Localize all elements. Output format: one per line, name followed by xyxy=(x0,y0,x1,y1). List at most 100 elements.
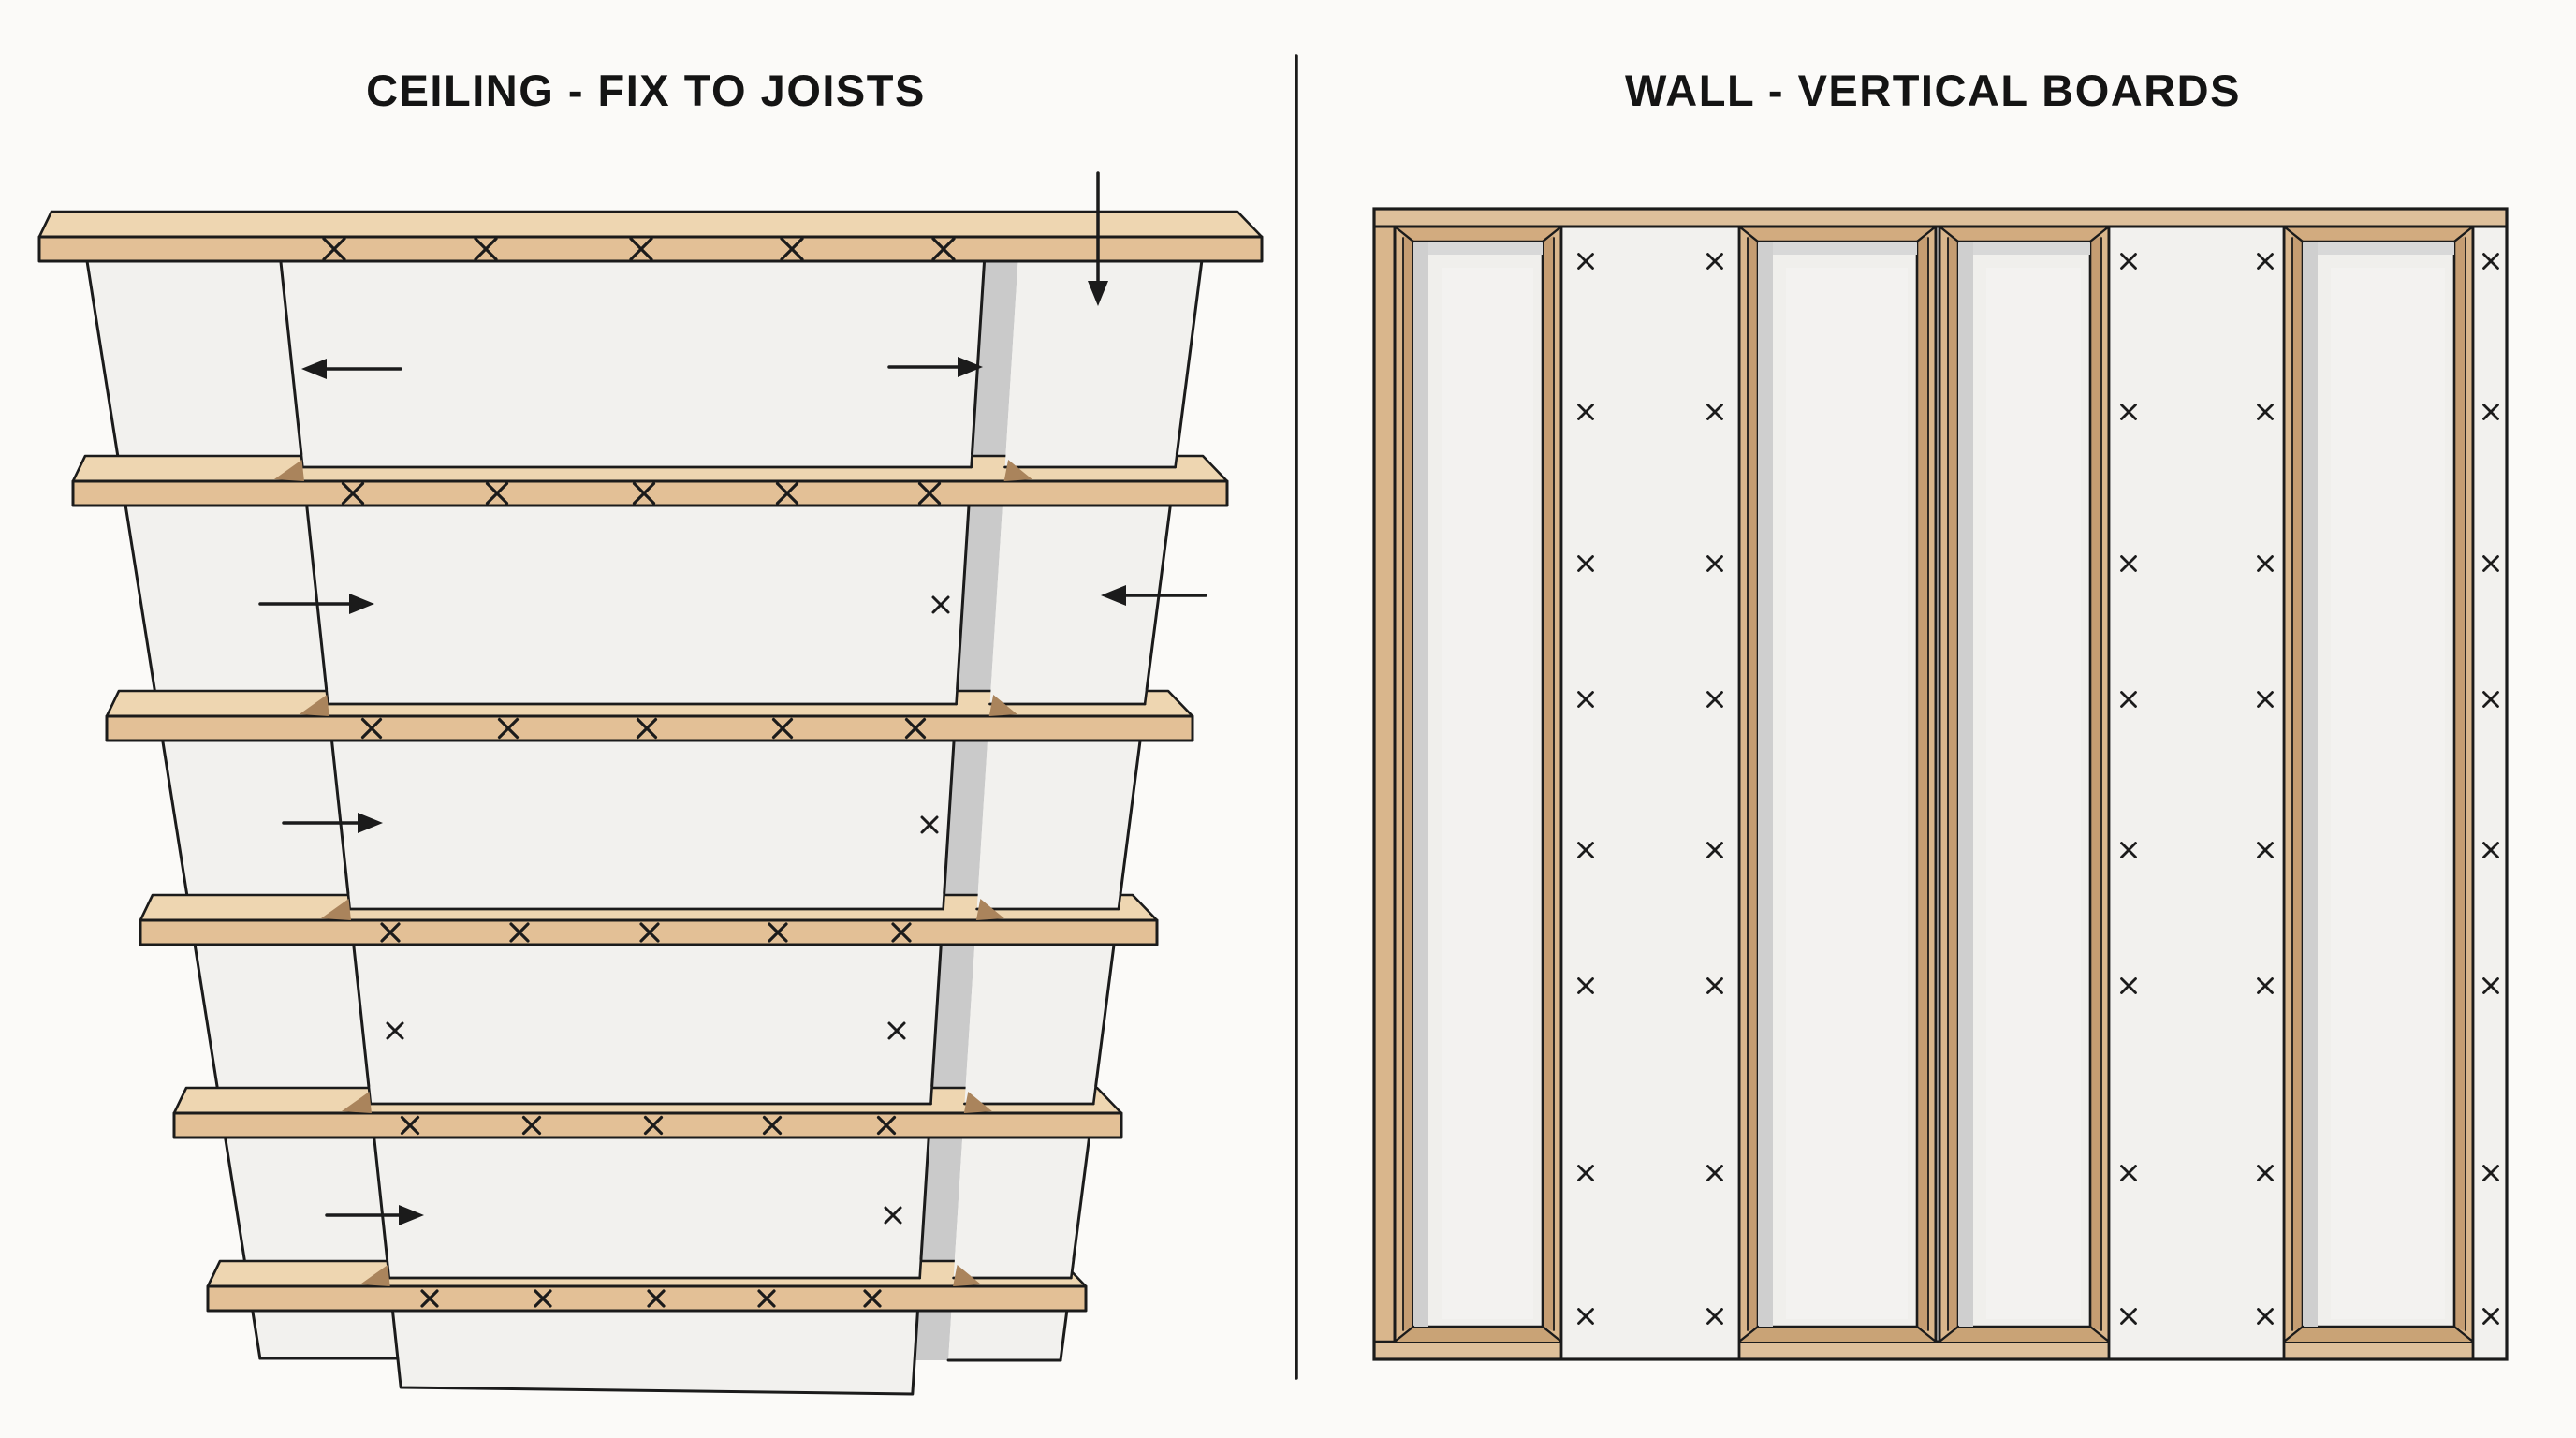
fixing-x-mark xyxy=(2120,842,2137,858)
mitre-line xyxy=(2452,225,2475,243)
joist-front-face xyxy=(71,479,1229,507)
panel-inner-shadow-left xyxy=(2303,242,2318,1327)
wall-board xyxy=(2107,225,2286,1361)
board-right-edge xyxy=(1174,453,1178,469)
fixing-x-mark xyxy=(1577,555,1594,572)
wall-vertical-board xyxy=(1559,225,1741,1361)
panel-inner-highlight xyxy=(1786,268,1908,1319)
panel-inner-highlight xyxy=(2331,268,2445,1319)
board-left-edge xyxy=(85,259,262,1360)
panel-inner-shadow-top xyxy=(2303,242,2454,255)
stud-side-face xyxy=(2292,236,2303,1331)
joist-fixing-x-mark xyxy=(917,481,942,506)
joist-fixing-x-mark xyxy=(780,237,804,261)
board-overlap xyxy=(976,893,1121,909)
fixing-x-mark xyxy=(887,1021,906,1040)
fixing-x-mark xyxy=(1706,842,1723,858)
mitre-line xyxy=(1938,1325,1960,1343)
ceiling-board-xmarks xyxy=(386,595,950,1225)
joist-fixing-x-mark xyxy=(647,1289,666,1308)
ceiling-board-right xyxy=(948,245,1203,1360)
fixing-x-mark xyxy=(1577,842,1594,858)
fixing-x-mark xyxy=(2120,555,2137,572)
fixing-x-mark xyxy=(2257,1165,2274,1181)
fixing-x-mark xyxy=(2257,691,2274,708)
seam-shadow-wedge xyxy=(963,1092,992,1113)
fixing-x-mark xyxy=(1706,404,1723,420)
bay-bottom-strip xyxy=(1395,1327,1561,1342)
wall-stud-bay xyxy=(2282,225,2475,1343)
ceiling-board-left xyxy=(87,245,398,1358)
mitre-line xyxy=(1915,225,1938,243)
board-overlap xyxy=(368,1086,932,1104)
joist-fixing-x-mark xyxy=(420,1289,439,1308)
stud-side-face xyxy=(1948,236,1958,1331)
board-overlap xyxy=(1004,454,1178,467)
bay-top-strip xyxy=(1939,227,2109,242)
board-overlap xyxy=(964,1086,1096,1104)
mitre-line xyxy=(2282,225,2305,243)
fixing-x-mark xyxy=(1577,977,1594,994)
fixing-x-mark xyxy=(884,1206,902,1225)
seam-shadow-wedge xyxy=(988,695,1017,716)
board-right-edge xyxy=(1059,251,1205,1362)
seam-shadow-wedge xyxy=(320,899,351,920)
wall-panel-title: WALL - VERTICAL BOARDS xyxy=(1625,66,2241,115)
stud-side-face xyxy=(1543,236,1554,1331)
arrow-head xyxy=(349,594,374,614)
board-seam-line xyxy=(970,453,973,469)
joist-fixing-x-mark xyxy=(485,481,509,506)
joist-fixing-x-mark xyxy=(762,1115,783,1136)
board-seam-line xyxy=(955,688,959,706)
joist-front-face xyxy=(172,1111,1123,1139)
seam-shadow-wedge xyxy=(273,460,304,481)
mitre-line xyxy=(1393,1325,1415,1343)
joist-fixing-x-mark xyxy=(360,717,383,740)
mitre-line xyxy=(1541,1325,1563,1343)
fixing-x-mark xyxy=(1577,691,1594,708)
mitre-line xyxy=(1541,225,1563,243)
board-overlap xyxy=(300,454,973,467)
seam-shadow-wedge xyxy=(975,899,1004,920)
fixing-x-mark xyxy=(2120,977,2137,994)
joist-fixing-x-mark xyxy=(474,237,498,261)
fixing-x-mark xyxy=(1706,977,1723,994)
mitre-line xyxy=(1737,225,1760,243)
arrow-head xyxy=(358,813,383,833)
fixing-x-mark xyxy=(2120,404,2137,420)
panel-inner-shadow-top xyxy=(1958,242,2090,255)
fixing-x-mark xyxy=(2482,1165,2499,1181)
panel-inner-shadow-left xyxy=(1958,242,1973,1327)
wall-vertical-board xyxy=(2471,225,2509,1361)
joist-fixing-x-mark xyxy=(891,922,912,943)
stud-side-face xyxy=(2454,236,2466,1331)
arrow-head xyxy=(301,359,327,379)
fixing-x-mark xyxy=(1706,1165,1723,1181)
arrow-head xyxy=(1088,281,1108,306)
fixing-x-mark xyxy=(2257,842,2274,858)
mitre-line xyxy=(1737,1325,1760,1343)
ceiling-arrows xyxy=(258,357,1208,1225)
joist-fixing-x-mark xyxy=(768,922,788,943)
joist-fixing-x-mark xyxy=(863,1289,882,1308)
wall-top-plate xyxy=(1372,207,2509,228)
joist-fixing-x-mark xyxy=(322,237,346,261)
stud-side-face xyxy=(2090,236,2101,1331)
joist-front-face xyxy=(105,714,1194,742)
fixing-x-mark xyxy=(1577,1308,1594,1325)
joist-fixing-x-mark xyxy=(771,717,794,740)
ceiling-joist xyxy=(105,688,1194,742)
joist-fixing-x-mark xyxy=(497,717,520,740)
bay-top-strip xyxy=(1395,227,1561,242)
board-overlap xyxy=(347,893,944,909)
bay-bottom-strip xyxy=(2284,1327,2473,1342)
panel-inner-shadow-top xyxy=(1758,242,1917,255)
fixing-x-mark xyxy=(1577,404,1594,420)
board-right-edge xyxy=(1091,1085,1097,1106)
bay-bottom-strip xyxy=(1739,1327,1936,1342)
ceiling-down-arrow xyxy=(1088,171,1108,306)
fixing-x-mark xyxy=(2257,977,2274,994)
mitre-line xyxy=(1938,225,1960,243)
joist-fixing-x-mark xyxy=(380,922,401,943)
